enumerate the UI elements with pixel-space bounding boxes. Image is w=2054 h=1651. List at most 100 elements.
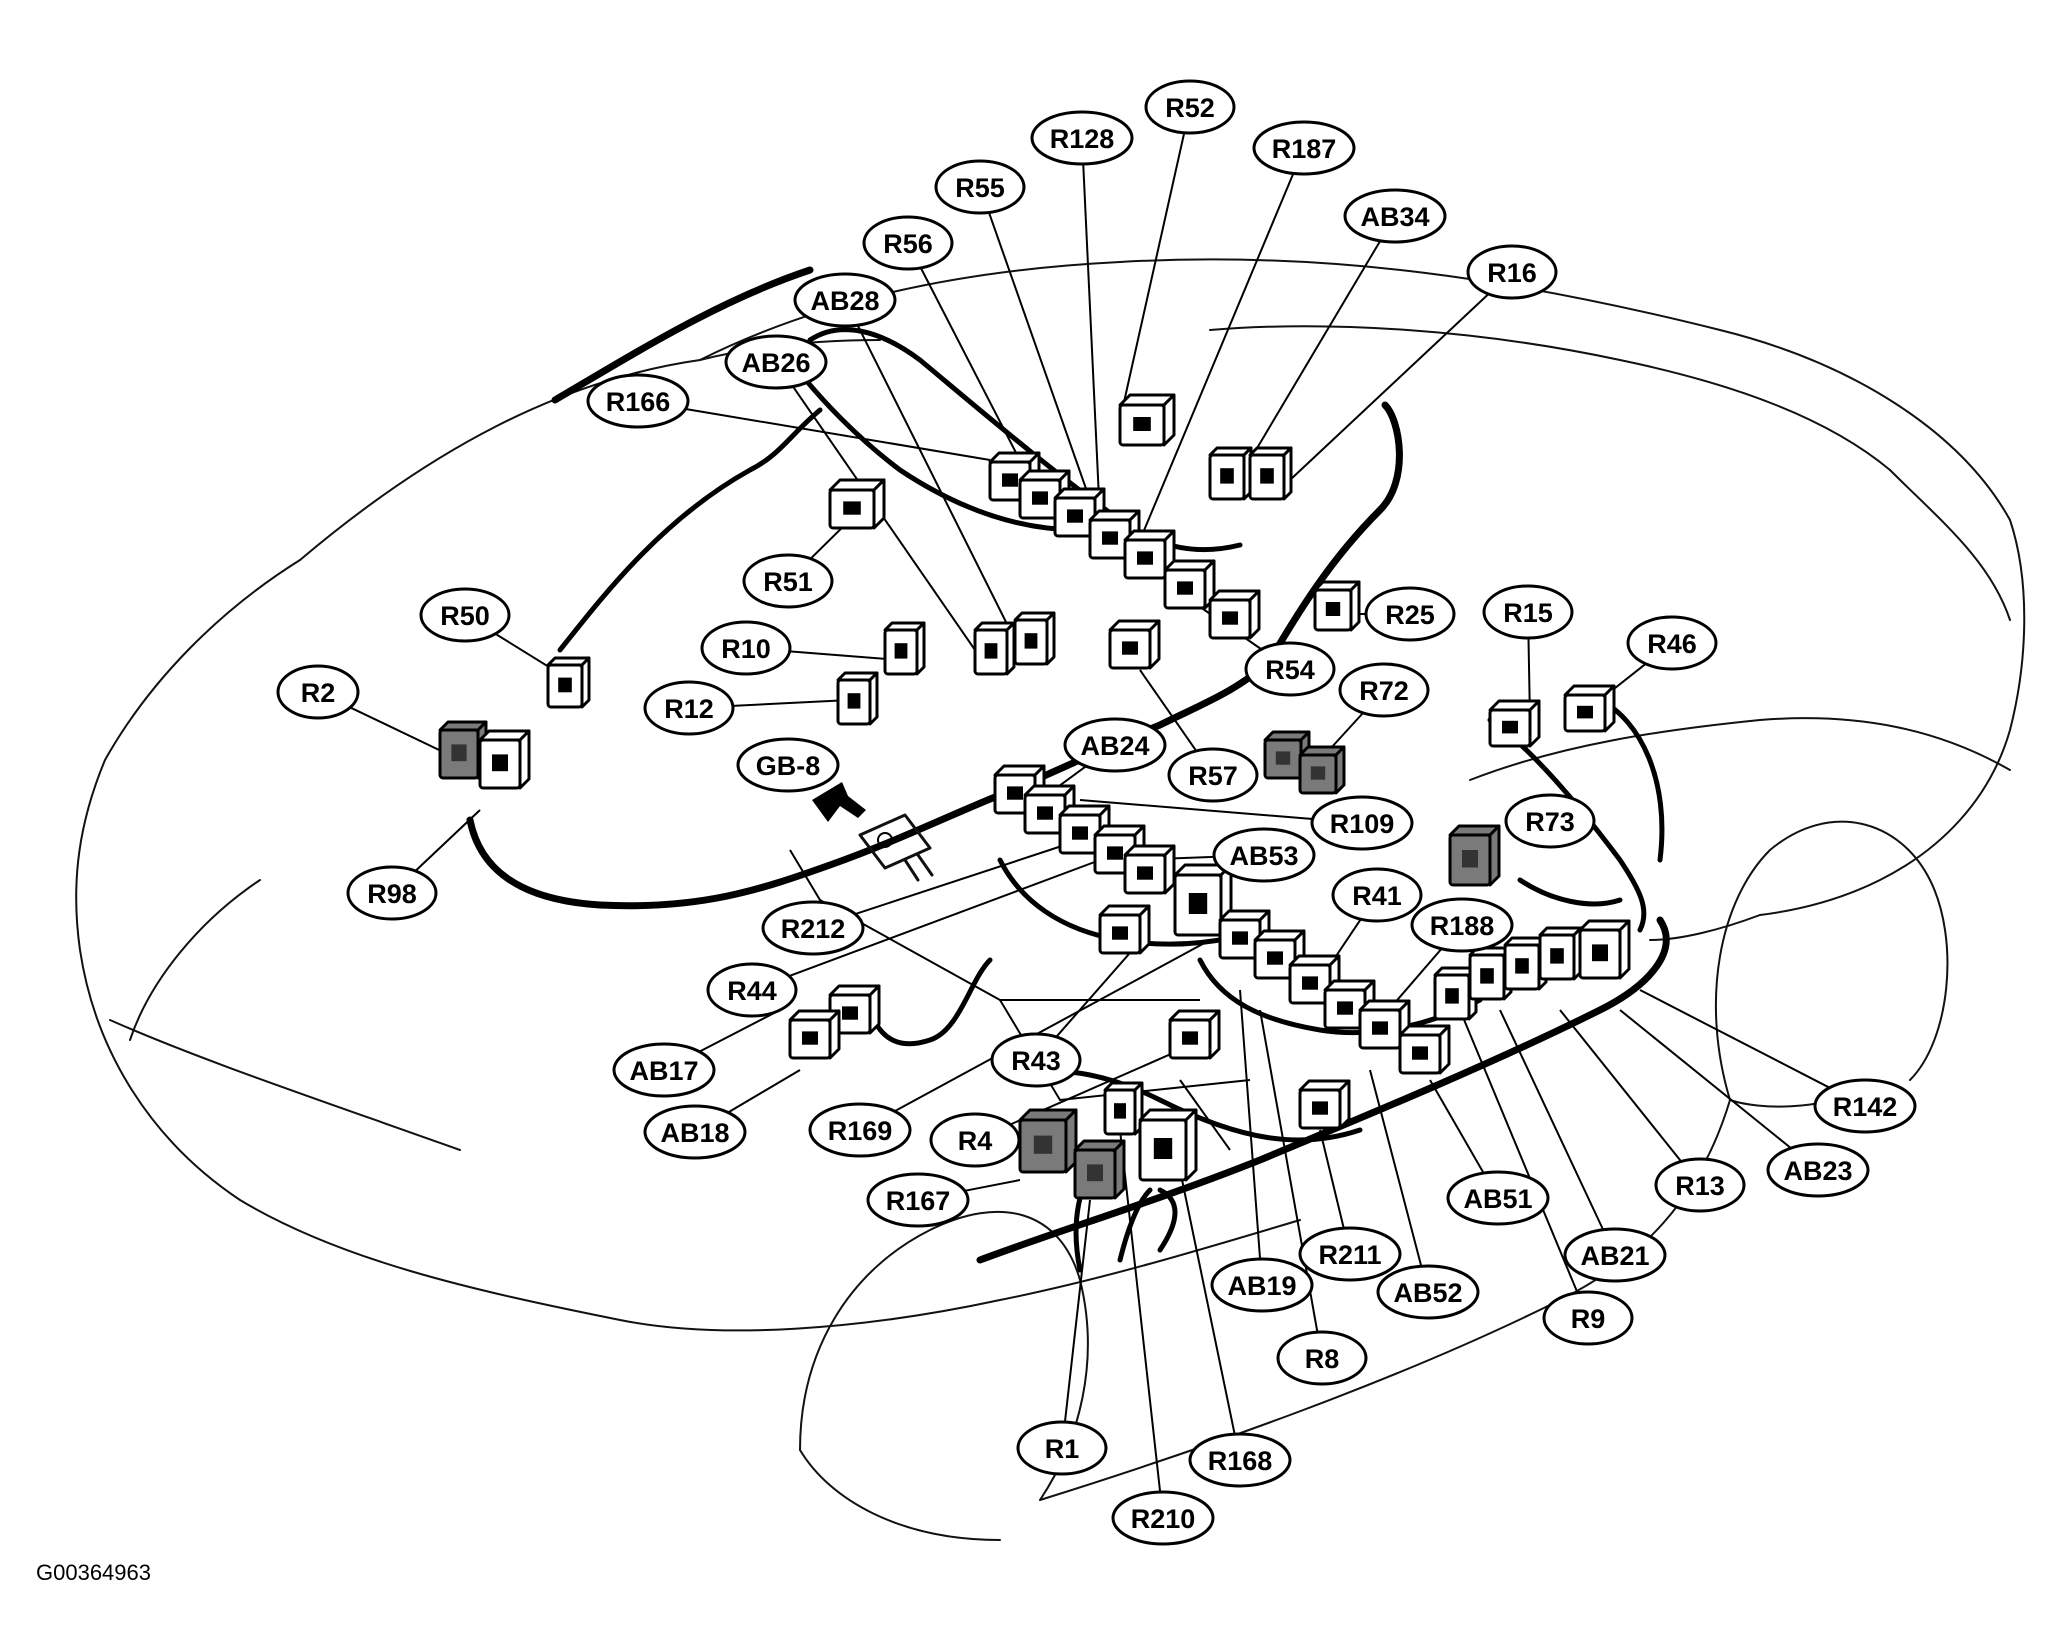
label-text: AB18 (660, 1118, 729, 1148)
connector-22 (1298, 745, 1346, 795)
connector-13 (828, 478, 886, 530)
label-r2: R2 (276, 664, 360, 720)
connector-29 (1563, 684, 1616, 733)
label-oval (761, 900, 865, 956)
leader-line-ab23 (1619, 1009, 1792, 1149)
label-oval (990, 1032, 1082, 1088)
label-r166: R166 (586, 373, 690, 429)
label-oval (1364, 586, 1456, 642)
label-text: R211 (1318, 1240, 1381, 1270)
label-oval (700, 620, 792, 676)
label-r211: R211 (1298, 1226, 1402, 1282)
label-text: R50 (440, 601, 490, 631)
label-text: R57 (1188, 761, 1238, 791)
label-r16: R16 (1466, 244, 1558, 300)
connector-50 (1103, 1081, 1144, 1136)
label-oval (643, 1104, 747, 1160)
label-text: R43 (1011, 1046, 1061, 1076)
label-oval (793, 272, 897, 328)
leader-line-r56 (919, 267, 1031, 481)
label-text: R72 (1359, 676, 1409, 706)
label-ab53: AB53 (1212, 827, 1316, 883)
label-oval (1563, 1227, 1667, 1283)
label-oval (736, 737, 840, 793)
label-oval (742, 553, 834, 609)
label-text: AB26 (741, 348, 810, 378)
leader-line-ab51 (1429, 1079, 1485, 1174)
label-oval (643, 680, 735, 736)
leader-line-ab17 (698, 1009, 781, 1053)
label-r44: R44 (706, 962, 798, 1018)
label-r98: R98 (346, 865, 438, 921)
label-r168: R168 (1188, 1432, 1292, 1488)
label-r128: R128 (1030, 110, 1134, 166)
label-ab17: AB17 (612, 1042, 716, 1098)
label-text: R187 (1272, 134, 1337, 164)
leader-line-ab34 (1249, 240, 1382, 461)
label-text: AB52 (1393, 1278, 1462, 1308)
label-r51: R51 (742, 553, 834, 609)
label-oval (1446, 1170, 1550, 1226)
label-text: R8 (1305, 1344, 1340, 1374)
connector-8 (1208, 589, 1261, 640)
label-oval (276, 664, 360, 720)
label-r56: R56 (862, 215, 954, 271)
label-text: AB51 (1463, 1184, 1532, 1214)
connector-10 (1208, 446, 1253, 501)
label-r72: R72 (1338, 662, 1430, 718)
label-r169: R169 (808, 1102, 912, 1158)
label-r13: R13 (1654, 1157, 1746, 1213)
leader-line-r166 (685, 407, 991, 461)
label-oval (1338, 662, 1430, 718)
label-r41: R41 (1331, 867, 1423, 923)
label-text: R166 (606, 387, 671, 417)
label-text: R15 (1503, 598, 1553, 628)
leader-lines (349, 132, 1830, 1493)
label-oval (419, 587, 511, 643)
label-text: AB53 (1229, 841, 1298, 871)
connector-16 (973, 621, 1016, 676)
connector-44 (1578, 919, 1631, 980)
leader-line-r1 (1063, 1199, 1091, 1423)
label-oval (612, 1042, 716, 1098)
label-r73: R73 (1504, 793, 1596, 849)
label-oval (1144, 79, 1236, 135)
label-oval (706, 962, 798, 1018)
connector-46 (788, 1009, 841, 1060)
label-text: R4 (958, 1126, 993, 1156)
label-text: AB21 (1580, 1241, 1649, 1271)
label-text: R2 (301, 678, 336, 708)
leader-line-ab28 (856, 324, 1016, 641)
label-text: R13 (1675, 1171, 1725, 1201)
label-oval (1252, 120, 1356, 176)
connector-1 (1118, 393, 1176, 447)
connector-27 (1123, 844, 1176, 895)
leader-line-r98 (414, 809, 481, 872)
label-gb-8: GB-8 (736, 737, 840, 793)
label-text: R25 (1385, 600, 1435, 630)
label-r9: R9 (1542, 1290, 1634, 1346)
leader-line-r57 (1139, 669, 1198, 752)
leader-line-r167 (964, 1179, 1021, 1192)
label-text: R52 (1165, 93, 1215, 123)
label-text: R210 (1131, 1504, 1196, 1534)
leader-line-ab21 (1499, 1009, 1605, 1231)
label-text: R167 (886, 1186, 951, 1216)
label-text: R109 (1330, 809, 1395, 839)
leader-line-r142 (1639, 989, 1830, 1089)
label-text: R54 (1265, 655, 1315, 685)
connector-43 (1538, 926, 1583, 981)
label-ab23: AB23 (1766, 1142, 1870, 1198)
leader-line-r187 (1139, 173, 1295, 541)
label-ab24: AB24 (1063, 717, 1167, 773)
label-oval (1504, 793, 1596, 849)
label-oval (1410, 897, 1514, 953)
label-oval (1212, 827, 1316, 883)
label-text: R12 (664, 694, 714, 724)
label-oval (1343, 188, 1447, 244)
label-r43: R43 (990, 1032, 1082, 1088)
label-oval (1813, 1078, 1917, 1134)
connector-14 (883, 621, 926, 676)
